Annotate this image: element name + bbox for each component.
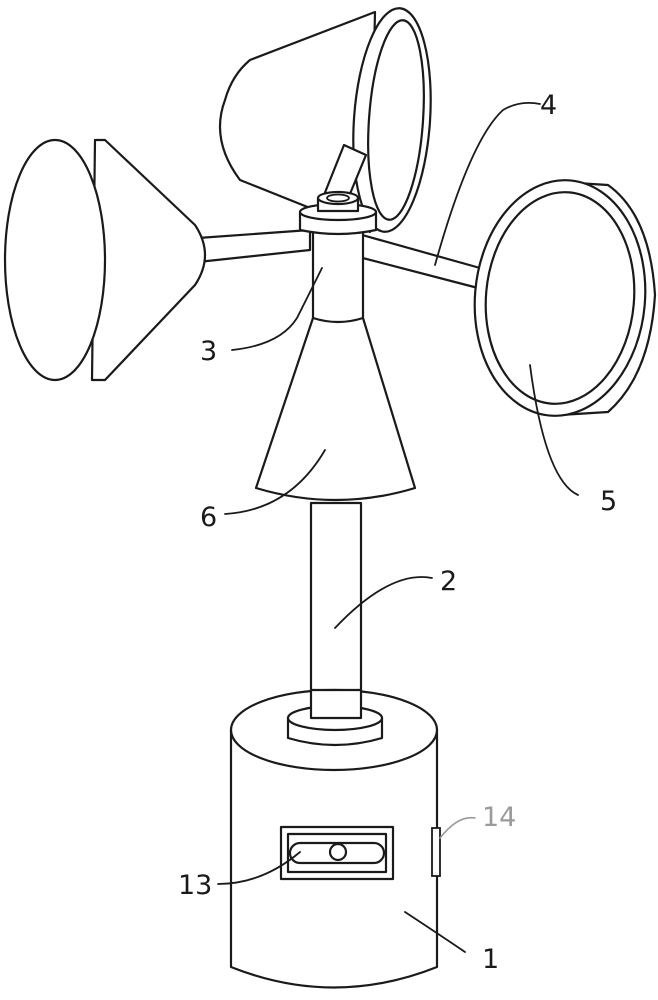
pole (309, 501, 363, 727)
left-cup (3, 138, 312, 382)
hub-shaft-body (311, 226, 365, 325)
label-14: 14 (482, 802, 516, 833)
window-indicator (328, 842, 348, 862)
leader-5 (529, 364, 579, 496)
leader-6 (224, 449, 326, 515)
label-13: 13 (178, 870, 212, 901)
window (279, 825, 395, 881)
right-cup-rim-inner (484, 191, 636, 405)
hub-cap-hole (326, 193, 350, 203)
label-3: 3 (200, 336, 217, 367)
label-4: 4 (540, 90, 557, 121)
leader-4 (434, 101, 541, 266)
label-2: 2 (440, 566, 457, 597)
leader-14 (439, 816, 476, 839)
left-cup-cone (90, 138, 206, 382)
pole-bottom (309, 688, 363, 720)
leader-3 (231, 267, 323, 351)
top-cup-rim-inner (367, 19, 425, 221)
top-cup (218, 7, 432, 234)
label-5: 5 (600, 486, 617, 517)
label-1: 1 (482, 944, 499, 975)
label-6: 6 (200, 502, 217, 533)
cone (254, 316, 417, 502)
leader-13 (217, 851, 301, 885)
left-cup-rim (3, 138, 107, 382)
hub-shaft (298, 190, 378, 325)
right-arm (353, 231, 482, 290)
cone-body (254, 316, 417, 502)
right-cup (473, 179, 657, 417)
side-part (431, 827, 441, 877)
left-cup-arm (196, 228, 312, 264)
leader-1 (404, 911, 466, 953)
leader-2 (334, 576, 433, 629)
